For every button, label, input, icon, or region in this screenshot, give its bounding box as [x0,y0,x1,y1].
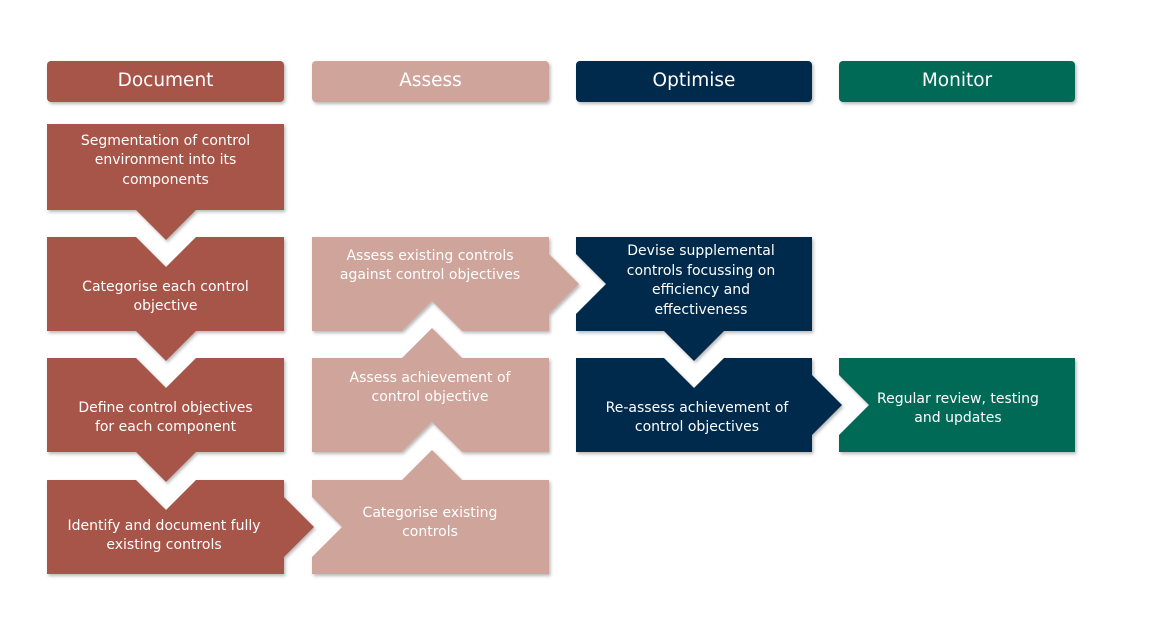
step-document-3-label: Define control objectives for each compo… [78,399,253,436]
step-assess-1-label: Assess existing controls against control… [339,247,521,284]
step-document-3-shape [47,358,284,482]
header-optimise-box [576,61,812,102]
step-document-1-label: Segmentation of control environment into… [80,132,251,188]
step-monitor-1-shape [839,358,1075,452]
step-optimise-1-label: Devise supplemental controls focussing o… [626,243,776,318]
step-assess-1-shape [312,237,579,331]
step-document-2-shape [47,237,284,361]
step-assess-2-shape [312,328,549,452]
step-assess-3-shape [312,450,549,574]
header-optimise: Optimise [652,69,736,91]
header-monitor-box [839,61,1075,102]
header-document: Document [117,69,214,91]
step-assess-3-label: Categorise existing controls [362,504,498,541]
header-assess: Assess [399,69,462,91]
step-monitor-1-label: Regular review, testing and updates [877,390,1039,427]
step-optimise-1-shape [576,237,812,361]
step-optimise-2-label: Re-assess achievement of control objecti… [605,399,789,436]
header-monitor: Monitor [921,69,993,91]
header-assess-box [312,61,549,102]
step-document-4-label: Identify and document fully existing con… [67,517,261,554]
step-document-2-label: Categorise each control objective [82,278,249,315]
step-optimise-2-shape [576,358,842,452]
step-document-1-shape [47,124,284,240]
step-assess-2-label: Assess achievement of control objective [349,369,511,406]
header-document-box [47,61,284,102]
step-document-4-shape [47,480,314,574]
